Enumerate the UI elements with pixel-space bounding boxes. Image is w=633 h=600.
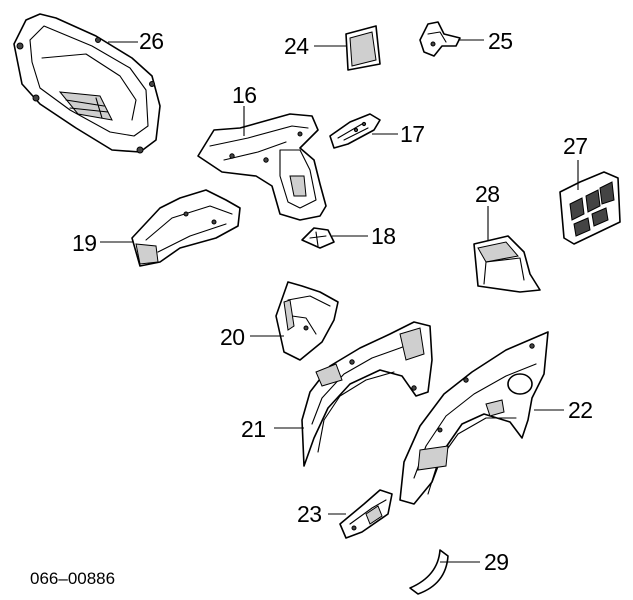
part-16-upper-rail	[197, 106, 327, 221]
callout-18: 18	[371, 223, 396, 249]
part-24-pad	[314, 25, 381, 71]
part-18-clip	[301, 227, 368, 249]
callout-21: 21	[241, 416, 266, 442]
part-17-rail-extension	[329, 113, 398, 149]
callout-29: 29	[484, 549, 509, 575]
drawing-code: 066–00886	[30, 569, 116, 588]
part-29-arc-strip	[409, 549, 480, 595]
callout-23: 23	[297, 501, 322, 527]
callout-19: 19	[72, 230, 97, 256]
part-23-small-bracket	[328, 489, 393, 539]
callout-25: 25	[488, 28, 513, 54]
callout-26: 26	[139, 28, 164, 54]
callout-24: 24	[284, 33, 309, 59]
part-21-inner-wheelhouse	[274, 321, 433, 467]
part-28-box-bracket	[473, 206, 541, 293]
part-22-outer-wheelhouse	[399, 331, 564, 505]
callout-17: 17	[400, 121, 425, 147]
part-20-bracket	[250, 281, 339, 361]
callout-27: 27	[563, 133, 588, 159]
callout-20: 20	[220, 324, 245, 350]
part-27-grille-panel	[559, 160, 621, 245]
part-19-reinforcement	[100, 189, 241, 267]
callout-28: 28	[475, 181, 500, 207]
part-25-bracket	[419, 21, 484, 57]
callout-22: 22	[568, 397, 593, 423]
callout-16: 16	[232, 82, 257, 108]
part-26-support-frame	[13, 13, 161, 154]
